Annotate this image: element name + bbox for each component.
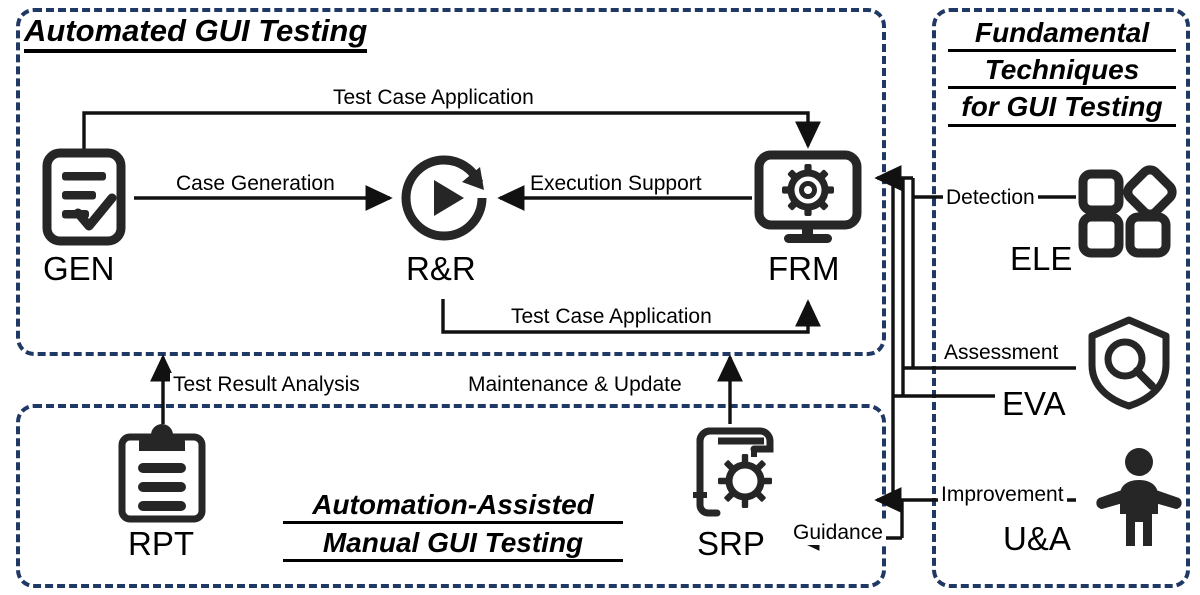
edge-label-test-result-analysis: Test Result Analysis	[170, 373, 363, 397]
node-label-gen: GEN	[43, 250, 115, 287]
shield-magnifier-icon	[1086, 315, 1172, 411]
replay-play-circle-icon	[396, 150, 492, 246]
node-label-ua: U&A	[1003, 520, 1071, 557]
node-label-frm: FRM	[768, 250, 840, 287]
manual-panel-title: Automation-Assisted Manual GUI Testing	[283, 489, 623, 566]
fundamental-title-line-3: for GUI Testing	[948, 92, 1176, 127]
clipboard-lines-icon	[116, 424, 208, 525]
edge-label-improvement: Improvement	[938, 483, 1067, 507]
manual-title-line-1: Automation-Assisted	[283, 489, 623, 525]
node-label-rpt: RPT	[128, 525, 194, 562]
edge-label-execution-support: Execution Support	[527, 172, 705, 196]
fundamental-title-line-2: Techniques	[948, 55, 1176, 90]
fundamental-panel-title: Fundamental Techniques for GUI Testing	[948, 17, 1176, 130]
node-label-eva: EVA	[1002, 385, 1066, 422]
edge-label-test-case-application-top: Test Case Application	[330, 86, 537, 110]
fundamental-title-line-1: Fundamental	[948, 17, 1176, 53]
shapes-grid-icon	[1078, 162, 1178, 258]
edge-label-case-generation: Case Generation	[173, 172, 338, 196]
fundamental-techniques-panel	[932, 8, 1190, 588]
automated-panel-title: Automated GUI Testing	[24, 14, 368, 54]
edge-label-test-case-application-bottom: Test Case Application	[508, 305, 715, 329]
person-arms-out-icon	[1093, 448, 1185, 552]
edge-label-detection: Detection	[943, 186, 1038, 210]
node-label-ele: ELE	[1010, 240, 1073, 277]
edge-label-assessment: Assessment	[941, 341, 1062, 365]
manual-title-line-2: Manual GUI Testing	[283, 528, 623, 563]
monitor-gear-icon	[754, 150, 862, 246]
document-checklist-icon	[42, 148, 126, 246]
edge-label-guidance: Guidance	[790, 521, 886, 545]
edge-label-maintenance-update: Maintenance & Update	[465, 373, 685, 397]
scroll-gear-icon	[683, 423, 781, 523]
node-label-srp: SRP	[697, 525, 765, 562]
node-label-rr: R&R	[406, 250, 476, 287]
